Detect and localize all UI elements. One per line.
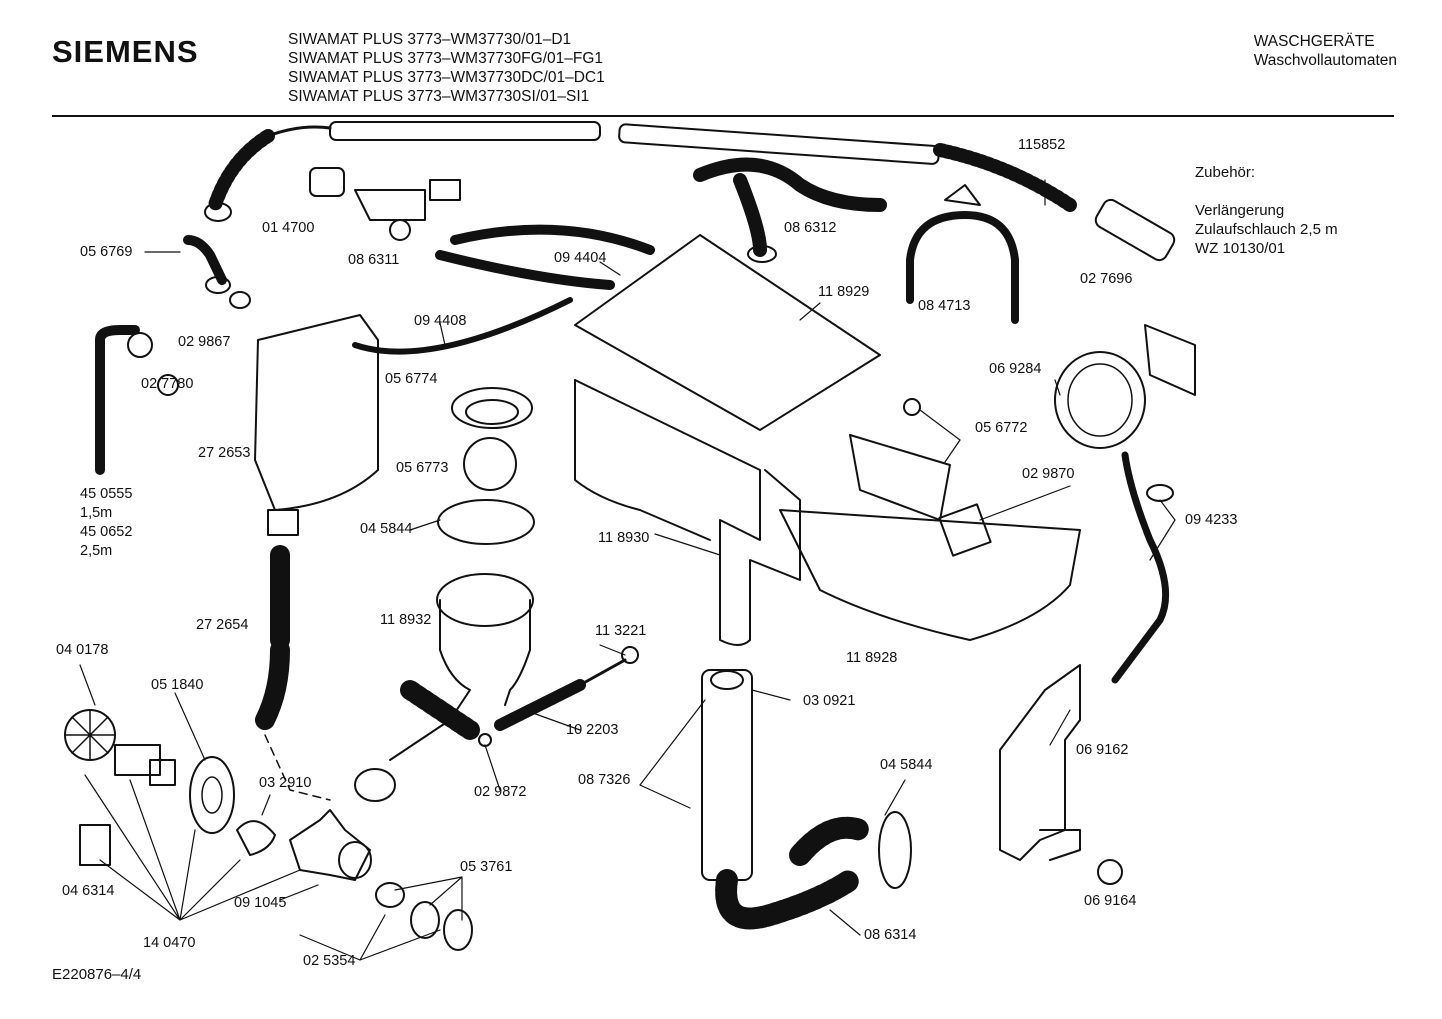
inlet-valve-drawing bbox=[309, 167, 461, 241]
dispenser-tray-drawing bbox=[574, 234, 1081, 646]
part-label: 115852 bbox=[1018, 137, 1066, 153]
part-label: 06 9162 bbox=[1076, 742, 1129, 758]
part-label: 11 8929 bbox=[818, 284, 870, 300]
part-label: 05 3761 bbox=[460, 859, 513, 875]
model-line: SIWAMAT PLUS 3773–WM37730/01–D1 bbox=[288, 31, 572, 48]
siemens-logo: SIEMENS bbox=[52, 34, 199, 69]
accessories-heading: Zubehör: bbox=[1195, 164, 1256, 181]
category-subtitle: Waschvollautomaten bbox=[1253, 52, 1397, 69]
part-label: 02 9870 bbox=[1022, 466, 1075, 482]
part-label: 11 8928 bbox=[846, 650, 898, 666]
part-label: 11 8932 bbox=[380, 612, 432, 628]
part-label: 04 0178 bbox=[56, 642, 109, 658]
part-label: 01 4700 bbox=[262, 220, 315, 236]
part-label: 06 9284 bbox=[989, 361, 1042, 377]
part-label: 04 6314 bbox=[62, 883, 115, 899]
part-label: 05 6774 bbox=[385, 371, 438, 387]
accessories-line: Verlängerung bbox=[1195, 202, 1285, 219]
part-label: 10 2203 bbox=[566, 722, 619, 738]
dispenser-housing-drawing bbox=[254, 314, 379, 536]
part-label: 14 0470 bbox=[143, 935, 196, 951]
part-label: 08 7326 bbox=[578, 772, 631, 788]
drawing-code: E220876–4/4 bbox=[52, 966, 142, 983]
part-label: 03 2910 bbox=[259, 775, 312, 791]
model-line: SIWAMAT PLUS 3773–WM37730DC/01–DC1 bbox=[288, 69, 605, 86]
part-label: 04 5844 bbox=[880, 757, 933, 773]
part-label: 27 2653 bbox=[198, 445, 251, 461]
part-label: 05 1840 bbox=[151, 677, 204, 693]
part-label: 09 4404 bbox=[554, 250, 607, 266]
part-label: 11 3221 bbox=[595, 623, 647, 639]
part-label: 08 6311 bbox=[348, 252, 400, 268]
part-label: 27 2654 bbox=[196, 617, 249, 633]
part-label: 04 5844 bbox=[360, 521, 413, 537]
part-label: 45 0555 bbox=[80, 486, 133, 502]
part-label: 08 6314 bbox=[864, 927, 917, 943]
part-label: 1,5m bbox=[80, 505, 113, 521]
part-label: 02 9872 bbox=[474, 784, 527, 800]
model-line: SIWAMAT PLUS 3773–WM37730SI/01–SI1 bbox=[288, 88, 590, 105]
part-label: 09 1045 bbox=[234, 895, 287, 911]
part-label: 09 4233 bbox=[1185, 512, 1238, 528]
accessories-note: Zubehör: Verlängerung Zulaufschlauch 2,5… bbox=[1195, 163, 1338, 258]
part-label: 05 6772 bbox=[975, 420, 1028, 436]
leader-lines bbox=[79, 179, 1176, 961]
category-title: WASCHGERÄTE bbox=[1253, 33, 1375, 50]
part-label: 08 6312 bbox=[784, 220, 837, 236]
inlet-hose-drawing bbox=[204, 121, 1077, 222]
part-label: 05 6769 bbox=[80, 244, 133, 260]
part-label: 08 4713 bbox=[918, 298, 971, 314]
part-label: 03 0921 bbox=[803, 693, 856, 709]
part-label: 2,5m bbox=[80, 543, 113, 559]
part-label: 02 5354 bbox=[303, 953, 356, 969]
model-list: SIWAMAT PLUS 3773–WM37730/01–D1 SIWAMAT … bbox=[288, 30, 605, 106]
header-divider bbox=[52, 115, 1394, 117]
part-label: 05 6773 bbox=[396, 460, 449, 476]
part-label: 06 9164 bbox=[1084, 893, 1137, 909]
model-line: SIWAMAT PLUS 3773–WM37730FG/01–FG1 bbox=[288, 50, 604, 67]
accessories-line: Zulaufschlauch 2,5 m bbox=[1195, 221, 1338, 238]
part-label: 02 7696 bbox=[1080, 271, 1133, 287]
category-block: WASCHGERÄTE Waschvollautomaten bbox=[1254, 32, 1397, 70]
part-label: 11 8930 bbox=[598, 530, 650, 546]
part-label: 45 0652 bbox=[80, 524, 133, 540]
part-label: 02 7780 bbox=[141, 376, 194, 392]
part-label: 02 9867 bbox=[178, 334, 231, 350]
part-label: 09 4408 bbox=[414, 313, 467, 329]
accessories-line: WZ 10130/01 bbox=[1195, 240, 1286, 257]
